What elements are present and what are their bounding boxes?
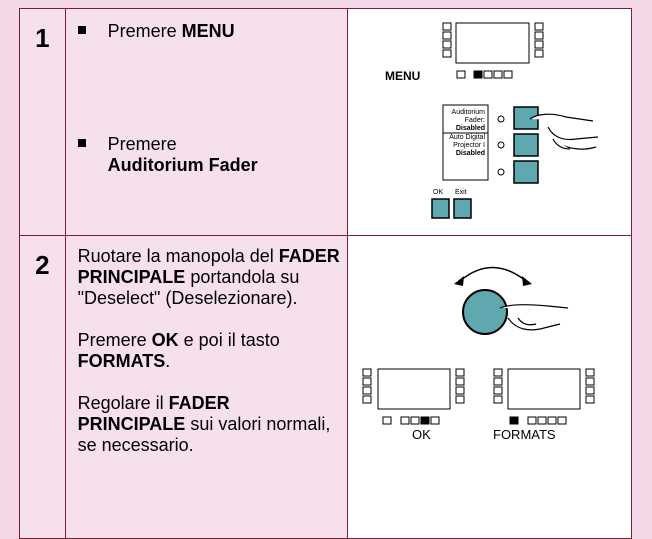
menu-screen-icon <box>442 104 489 181</box>
bullet-icon <box>77 26 86 35</box>
side-buttons-left-icon <box>442 22 452 58</box>
step-diagram-cell: OK FORMATS <box>346 235 633 539</box>
instruction-text: Premere <box>107 21 182 41</box>
bottom-buttons-icon <box>456 70 513 79</box>
instruction-text: Regolare il <box>77 393 169 413</box>
step-text-cell: Premere MENU Premere Auditorium Fader <box>64 8 348 236</box>
master-fader-knob[interactable] <box>461 289 508 335</box>
instruction-text: . <box>165 351 171 371</box>
step-row-2: 2 Ruotare la manopola del FADER PRINCIPA… <box>19 235 633 539</box>
fader-diagram: OK FORMATS <box>362 266 595 442</box>
menu-label: MENU <box>385 69 420 83</box>
step-number: 1 <box>35 23 50 53</box>
instruction-text: sui valori normali, se necessario. <box>77 414 331 455</box>
screen-line: Auditorium <box>452 109 486 116</box>
instruction-bullet: Premere MENU <box>77 21 235 42</box>
formats-panel-screen-icon <box>507 368 581 410</box>
ok-panel-screen-icon <box>377 368 451 410</box>
soft-key-button-2[interactable] <box>513 133 539 157</box>
formats-panel-bottom-buttons-icon <box>509 416 567 425</box>
soft-key-button-3[interactable] <box>513 160 539 184</box>
instruction-paragraph: Ruotare la manopola del FADER PRINCIPALE… <box>78 246 341 309</box>
formats-label: FORMATS <box>493 427 556 442</box>
exit-label: Exit <box>455 189 467 196</box>
indicator-icon <box>497 115 505 123</box>
display-screen-icon <box>455 22 530 64</box>
formats-panel-side-buttons-icon <box>493 368 595 404</box>
top-band <box>0 0 652 8</box>
instruction-keyword: Auditorium Fader <box>107 155 258 175</box>
ok-button[interactable] <box>431 198 450 219</box>
turning-hand-icon <box>499 304 569 331</box>
screen-line: Disabled <box>456 150 485 157</box>
step-number: 2 <box>35 250 50 280</box>
bullet-icon <box>77 139 86 148</box>
instruction-keyword: FADER PRINCIPALE <box>77 393 230 434</box>
ok-panel-side-buttons-icon <box>362 368 465 404</box>
instruction-keyword: FADER PRINCIPALE <box>77 246 340 287</box>
instruction-text: Premere <box>77 330 152 350</box>
step-diagram-cell: MENU Auditorium Fader: Disabled Auto Dig… <box>346 8 633 236</box>
menu-diagram: MENU Auditorium Fader: Disabled Auto Dig… <box>385 22 599 219</box>
instruction-text: portandola su "Deselect" (Deselezionare)… <box>77 267 300 308</box>
screen-line: Projector I <box>453 142 485 149</box>
steps-table: 1 Premere MENU Premere Auditorium Fader <box>19 8 633 539</box>
instruction-keyword: MENU <box>181 21 235 41</box>
instruction-text: e poi il tasto <box>178 330 280 350</box>
ok-label: OK <box>433 189 443 196</box>
indicator-icon <box>497 168 505 176</box>
screen-line: Auto Digital <box>449 134 485 141</box>
instruction-paragraph: Premere OK e poi il tasto FORMATS. <box>78 330 341 372</box>
instruction-paragraph: Regolare il FADER PRINCIPALE sui valori … <box>78 393 341 456</box>
instruction-keyword: OK <box>151 330 179 350</box>
instruction-bullet: Premere Auditorium Fader <box>77 134 258 176</box>
indicator-icon <box>497 141 505 149</box>
instruction-text: Ruotare la manopola del <box>77 246 279 266</box>
exit-button[interactable] <box>453 198 472 219</box>
ok-panel-bottom-buttons-icon <box>382 416 440 425</box>
screen-line: Disabled <box>456 125 485 132</box>
step-number-cell: 1 <box>19 8 66 236</box>
pressing-hand-icon <box>529 113 599 150</box>
side-buttons-right-icon <box>534 22 544 58</box>
step-row-1: 1 Premere MENU Premere Auditorium Fader <box>19 8 633 236</box>
step-text-cell: Ruotare la manopola del FADER PRINCIPALE… <box>64 235 348 539</box>
instruction-text: Premere <box>107 134 177 154</box>
instruction-keyword: FORMATS <box>77 351 166 371</box>
rotate-arrow-icon <box>459 266 527 282</box>
screen-line: Fader: <box>465 117 485 124</box>
step-number-cell: 2 <box>19 235 66 539</box>
ok-label: OK <box>412 427 431 442</box>
